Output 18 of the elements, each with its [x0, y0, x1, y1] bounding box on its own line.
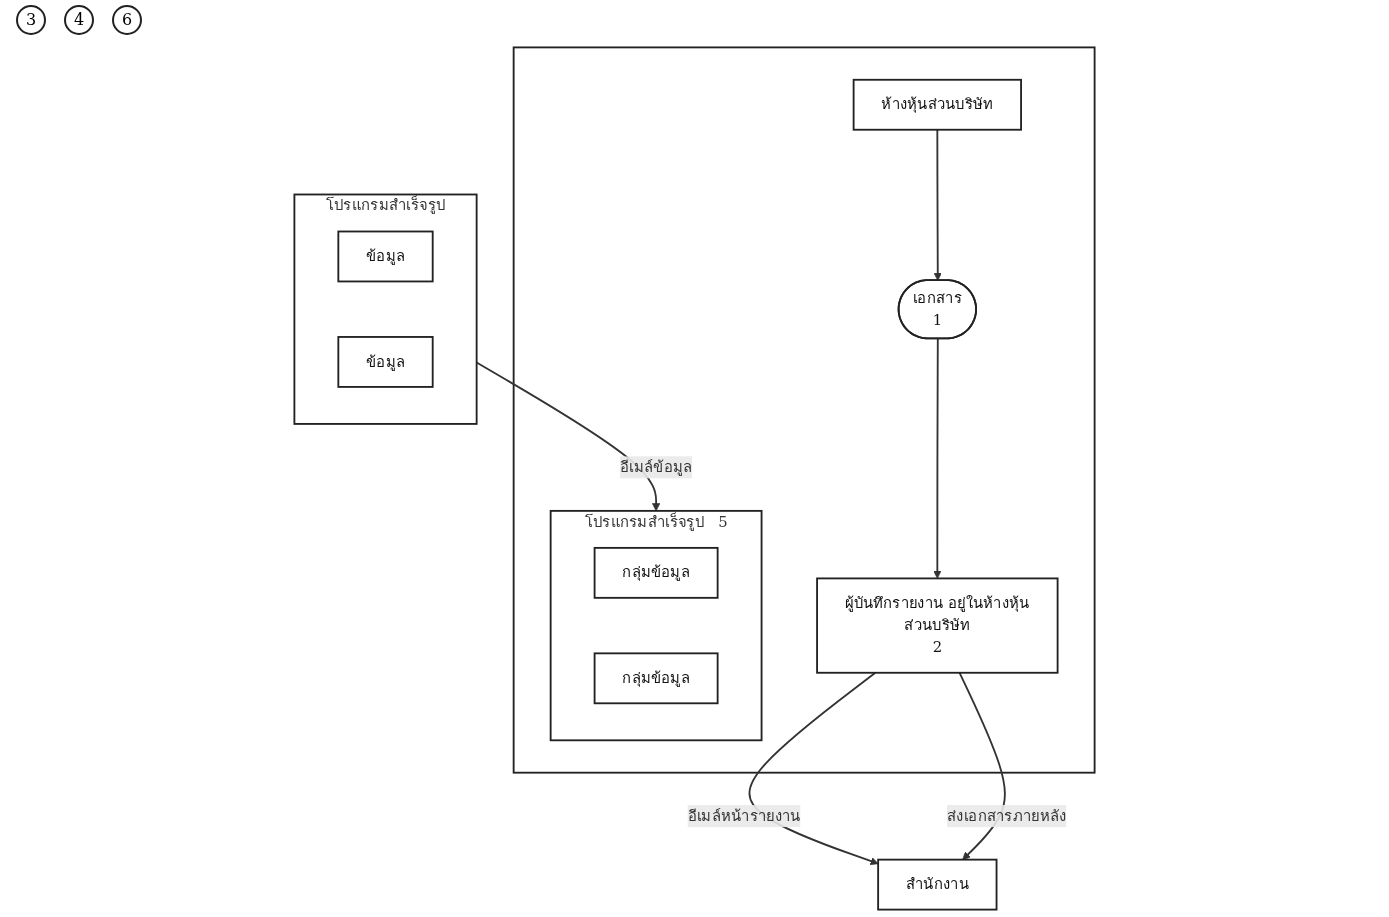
arrow [933, 128, 942, 281]
callout-number: 6 [112, 5, 142, 35]
arrow [748, 671, 879, 866]
node-box: สำนักงาน [877, 858, 998, 911]
node-box: กลุ่มข้อมูล [593, 652, 719, 705]
cluster [512, 46, 1096, 774]
callout-number: 4 [64, 5, 94, 35]
node-box: ข้อมูล [337, 336, 434, 388]
edge-label: อีเมล์หน้ารายงาน [687, 806, 801, 825]
arrow [958, 671, 1006, 860]
node-box: ผู้บันทึกรายงาน อยู่ในห้างหุ้นส่วนบริษัท 2 [816, 577, 1059, 674]
edge-label: อีเมล์ข้อมูล [620, 458, 693, 476]
node-box: ข้อมูล [337, 230, 434, 283]
arrow [933, 337, 942, 579]
node-box: ห้างหุ้นส่วนบริษัท [852, 78, 1022, 131]
node-box: กลุ่มข้อมูล [593, 546, 719, 599]
callout-number: 3 [16, 5, 46, 35]
edge-label: ส่งเอกสารภายหลัง [947, 806, 1067, 825]
